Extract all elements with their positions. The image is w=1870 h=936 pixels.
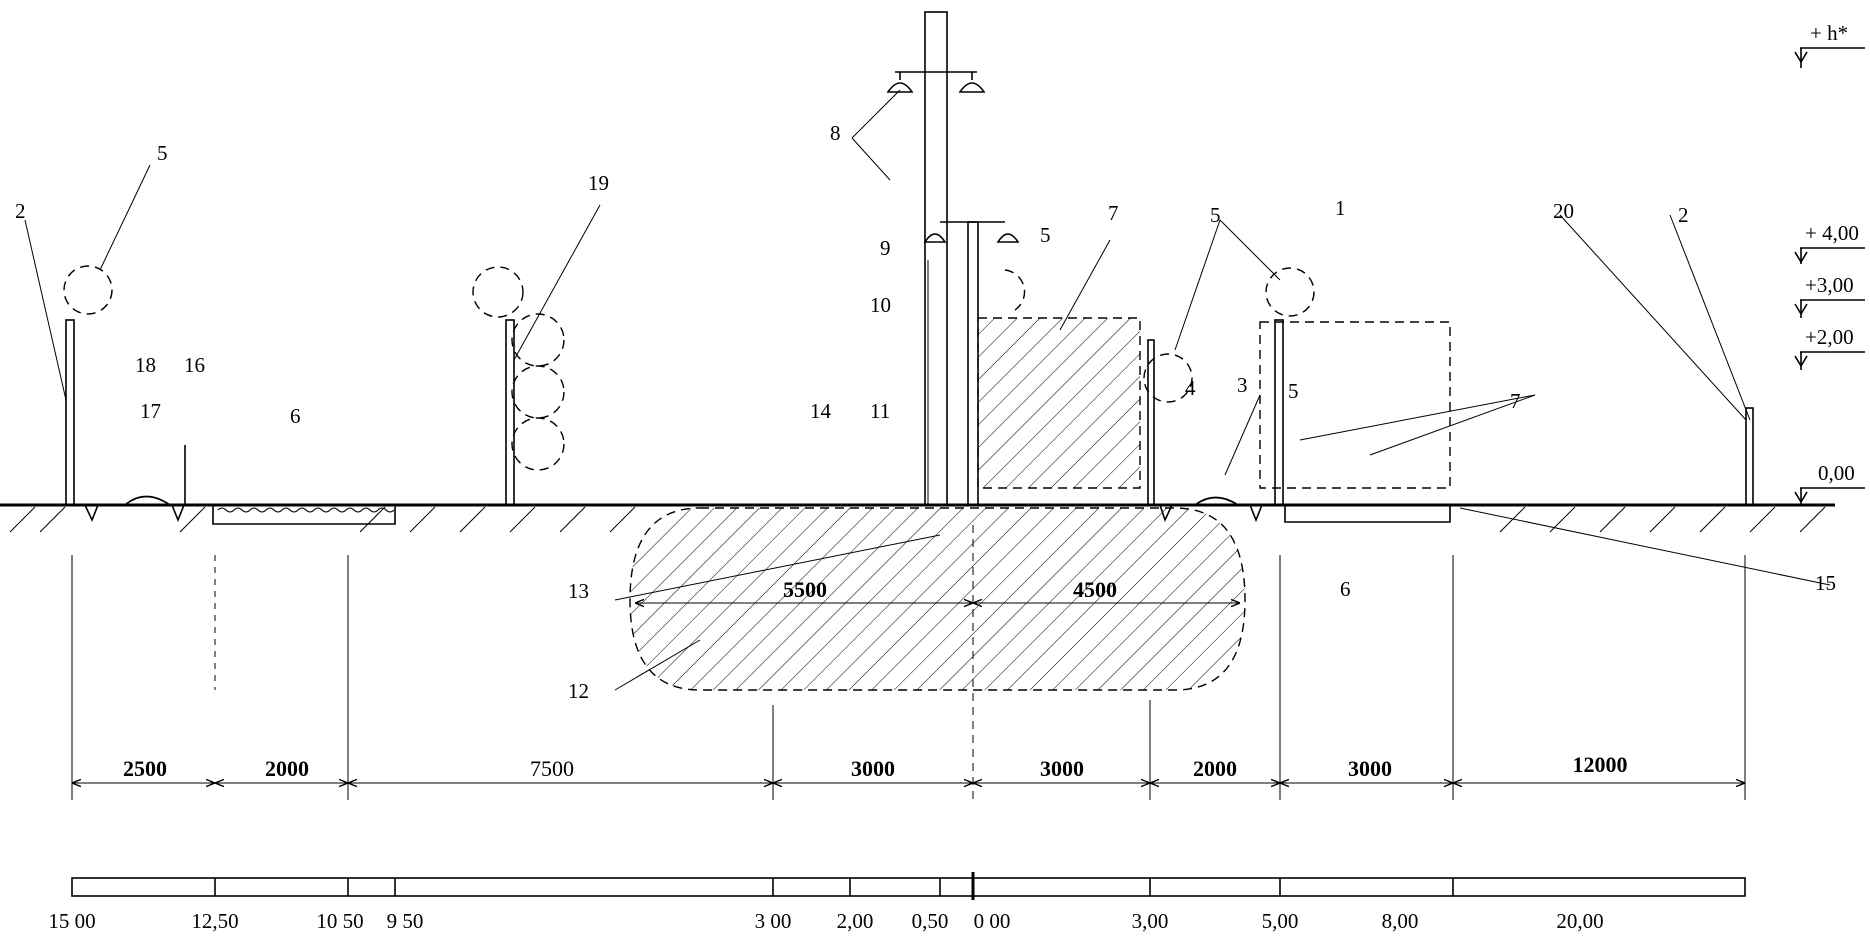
callout-6-left: 6 — [290, 404, 301, 428]
elevation-labels: + h* + 4,00 +3,00 +2,00 0,00 — [1805, 21, 1859, 485]
inner-dimension-left: 5500 — [783, 577, 827, 602]
tree-crown-center — [1143, 353, 1193, 403]
elevation-0: 0,00 — [1818, 461, 1855, 485]
dimension-7: 3000 — [1348, 756, 1392, 781]
dimension-values: 2500 2000 7500 3000 3000 2000 3000 12000 — [123, 752, 1628, 781]
pole-19 — [505, 319, 515, 506]
elevation-h: + h* — [1810, 21, 1848, 45]
scale-label: 3,00 — [1132, 909, 1169, 933]
scale-label: 20,00 — [1556, 909, 1603, 933]
callout-labels: 1 2 2 3 4 5 5 5 5 6 6 7 7 8 9 10 11 12 1… — [15, 121, 1836, 703]
scale-label: 2,00 — [837, 909, 874, 933]
tree-crown-right — [1265, 267, 1315, 317]
scale-label: 0 00 — [974, 909, 1011, 933]
callout-10: 10 — [870, 293, 891, 317]
leader-lines — [24, 89, 1831, 691]
trench-left-wave — [217, 507, 395, 513]
callout-6-right: 6 — [1340, 577, 1351, 601]
ditch-right — [1159, 496, 1263, 523]
dimension-5: 3000 — [1040, 756, 1084, 781]
callout-1: 1 — [1335, 196, 1346, 220]
pole-right-1 — [1274, 319, 1284, 506]
arc-5-center — [1004, 269, 1026, 311]
scale-label: 15 00 — [48, 909, 95, 933]
callout-5-b: 5 — [1040, 223, 1051, 247]
callout-20: 20 — [1553, 199, 1574, 223]
scale-bar — [71, 872, 1746, 900]
callout-15: 15 — [1815, 571, 1836, 595]
callout-16: 16 — [184, 353, 205, 377]
callout-8: 8 — [830, 121, 841, 145]
callout-19: 19 — [588, 171, 609, 195]
callout-3: 3 — [1237, 373, 1248, 397]
dimension-8: 12000 — [1573, 752, 1628, 777]
callout-5-d: 5 — [1288, 379, 1299, 403]
lighting-mast — [886, 11, 986, 506]
shrub-crowns — [472, 266, 565, 471]
dimension-4: 3000 — [851, 756, 895, 781]
elevation-markers — [1794, 47, 1865, 504]
inner-dimension-right: 4500 — [1073, 577, 1117, 602]
extension-lines — [71, 525, 1746, 800]
trench-right — [1284, 505, 1451, 523]
callout-5-c: 5 — [1210, 203, 1221, 227]
scale-labels: 15 00 12,50 10 50 9 50 3 00 2,00 0,50 0 … — [48, 909, 1603, 933]
ditch-left — [84, 495, 185, 523]
callout-7-right: 7 — [1510, 389, 1521, 413]
dimension-1: 2500 — [123, 756, 167, 781]
inner-dimension-values: 5500 4500 — [783, 577, 1117, 602]
green-zone-7-right — [1259, 321, 1451, 489]
scale-label: 8,00 — [1382, 909, 1419, 933]
scale-label: 10 50 — [316, 909, 363, 933]
scale-label: 0,50 — [912, 909, 949, 933]
elevation-3: +3,00 — [1805, 273, 1854, 297]
dimension-2: 2000 — [265, 756, 309, 781]
callout-12: 12 — [568, 679, 589, 703]
callout-18: 18 — [135, 353, 156, 377]
callout-2-left: 2 — [15, 199, 26, 223]
scale-label: 5,00 — [1262, 909, 1299, 933]
dimension-6: 2000 — [1193, 756, 1237, 781]
callout-9: 9 — [880, 236, 891, 260]
pole-4 — [1147, 339, 1155, 506]
callout-13: 13 — [568, 579, 589, 603]
callout-4: 4 — [1185, 376, 1196, 400]
callout-17: 17 — [140, 399, 161, 423]
callout-2-right: 2 — [1678, 203, 1689, 227]
scale-label: 12,50 — [191, 909, 238, 933]
elevation-4: + 4,00 — [1805, 221, 1859, 245]
tree-crown-left — [63, 265, 113, 315]
scale-label: 9 50 — [387, 909, 424, 933]
elevation-2: +2,00 — [1805, 325, 1854, 349]
pole-left — [65, 319, 75, 506]
callout-11: 11 — [870, 399, 890, 423]
callout-14: 14 — [810, 399, 832, 423]
pole-right-2 — [1745, 407, 1754, 506]
scale-label: 3 00 — [755, 909, 792, 933]
trench-left — [212, 505, 396, 525]
green-zone-7-center — [977, 317, 1141, 489]
dimension-3: 7500 — [530, 756, 574, 781]
callout-5-a: 5 — [157, 141, 168, 165]
callout-7-center: 7 — [1108, 201, 1119, 225]
